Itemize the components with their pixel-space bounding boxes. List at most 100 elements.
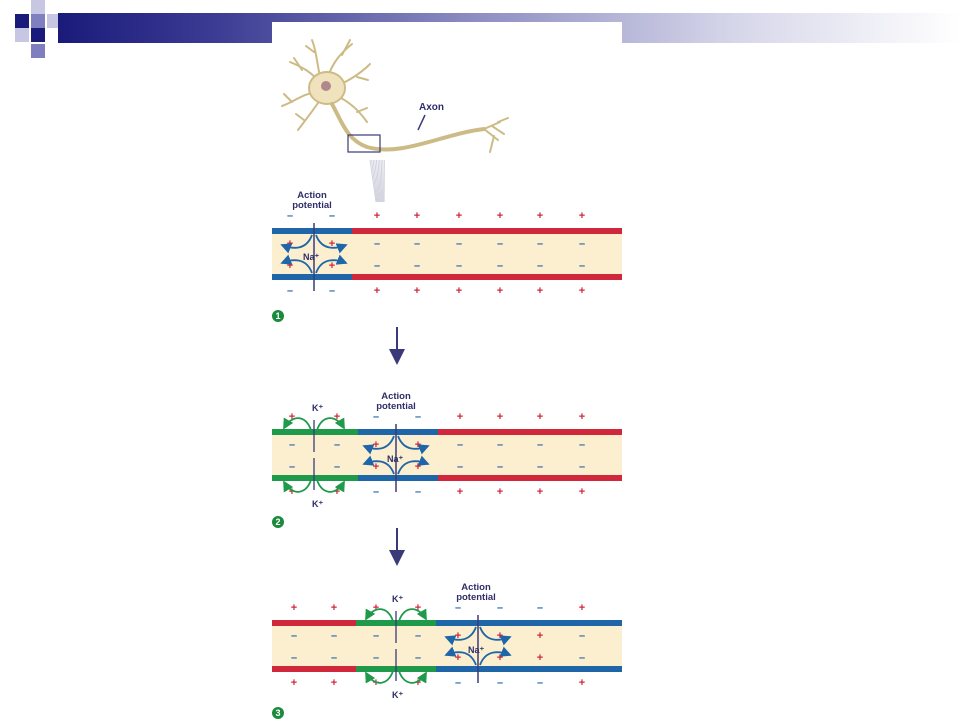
- action-potential-label: Action potential: [292, 190, 332, 211]
- decor-square: [15, 14, 29, 28]
- axon-terminal: [491, 125, 505, 135]
- minus-charge: –: [287, 285, 293, 297]
- minus-charge: –: [334, 439, 340, 451]
- plus-charge: +: [497, 210, 503, 222]
- membrane-depolarizing: [436, 620, 622, 626]
- minus-charge: –: [497, 260, 503, 272]
- minus-charge: –: [537, 238, 543, 250]
- minus-charge: –: [579, 238, 585, 250]
- na-current-arrow: [280, 254, 313, 274]
- minus-charge: –: [329, 210, 335, 222]
- step-3-badge: 3: [272, 707, 284, 719]
- dendrite: [283, 93, 293, 103]
- plus-charge: +: [579, 210, 585, 222]
- minus-charge: –: [373, 652, 379, 664]
- k-ion-label: K⁺: [312, 499, 324, 509]
- minus-charge: –: [497, 439, 503, 451]
- minus-charge: –: [291, 630, 297, 642]
- plus-charge: +: [537, 411, 543, 423]
- k-ion-label: K⁺: [312, 403, 324, 413]
- membrane-resting: [438, 429, 622, 435]
- decor-square: [31, 14, 45, 28]
- membrane-depolarizing: [272, 228, 352, 234]
- step-2-badge: 2: [272, 516, 284, 528]
- dendrite: [356, 76, 369, 81]
- plus-charge: +: [415, 602, 421, 614]
- minus-charge: –: [537, 677, 543, 689]
- minus-charge: –: [497, 677, 503, 689]
- plus-charge: +: [414, 285, 420, 297]
- minus-charge: –: [537, 260, 543, 272]
- k-current-arrow: [397, 666, 427, 684]
- dendrite: [341, 39, 351, 56]
- minus-charge: –: [455, 602, 461, 614]
- plus-charge: +: [291, 602, 297, 614]
- minus-charge: –: [287, 210, 293, 222]
- membrane-resting: [438, 475, 622, 481]
- na-current-arrow: [444, 646, 477, 666]
- plus-charge: +: [331, 602, 337, 614]
- action-potential-label: Action potential: [376, 391, 416, 412]
- na-current-arrow: [315, 254, 348, 274]
- membrane-resting: [272, 666, 356, 672]
- membrane-depolarizing: [272, 274, 352, 280]
- k-ion-label: K⁺: [392, 594, 404, 604]
- axon-terminal: [489, 135, 495, 153]
- decor-square: [15, 28, 29, 42]
- axon-cytoplasm: [272, 623, 622, 669]
- step-1-badge: 1: [272, 310, 284, 322]
- membrane-depolarizing: [436, 666, 622, 672]
- plus-charge: +: [457, 486, 463, 498]
- plus-charge: +: [373, 439, 379, 451]
- na-current-arrow: [280, 234, 313, 254]
- plus-charge: +: [374, 285, 380, 297]
- axon-pointer: [417, 114, 426, 131]
- decor-square: [31, 28, 45, 42]
- dendrite: [305, 45, 315, 53]
- plus-charge: +: [579, 602, 585, 614]
- diagram-canvas: – – – – + + + + + + + + + + + + + + + + – – – – – – – – – – – – + + + + – – – –…: [272, 39, 622, 689]
- dendrite: [293, 57, 303, 71]
- na-current-arrow: [315, 234, 348, 254]
- minus-charge: –: [289, 461, 295, 473]
- minus-charge: –: [579, 652, 585, 664]
- plus-charge: +: [373, 602, 379, 614]
- plus-charge: +: [374, 210, 380, 222]
- plus-charge: +: [579, 411, 585, 423]
- axon-terminal: [497, 117, 509, 123]
- minus-charge: –: [414, 260, 420, 272]
- zoom-beam: [372, 159, 379, 203]
- decor-square: [31, 0, 45, 14]
- axon-cytoplasm: [272, 231, 622, 277]
- minus-charge: –: [415, 411, 421, 423]
- k-current-arrow: [365, 666, 395, 684]
- minus-charge: –: [455, 677, 461, 689]
- minus-charge: –: [291, 652, 297, 664]
- minus-charge: –: [373, 411, 379, 423]
- plus-charge: +: [579, 677, 585, 689]
- minus-charge: –: [329, 285, 335, 297]
- axon-label: Axon: [419, 102, 444, 113]
- plus-charge: +: [537, 486, 543, 498]
- minus-charge: –: [374, 260, 380, 272]
- plus-charge: +: [373, 461, 379, 473]
- minus-charge: –: [374, 238, 380, 250]
- na-current-arrow: [444, 626, 477, 646]
- membrane-depolarizing: [358, 475, 438, 481]
- decor-square: [47, 14, 58, 28]
- plus-charge: +: [457, 411, 463, 423]
- minus-charge: –: [579, 461, 585, 473]
- na-ion-label: Na⁺: [468, 645, 485, 655]
- na-current-arrow: [397, 435, 430, 455]
- na-current-arrow: [479, 646, 512, 666]
- minus-charge: –: [457, 461, 463, 473]
- zoom-beam: [369, 159, 377, 203]
- plus-charge: +: [331, 677, 337, 689]
- plus-charge: +: [497, 652, 503, 664]
- membrane-depolarizing: [358, 429, 438, 435]
- k-current-arrow: [397, 608, 427, 626]
- plus-charge: +: [537, 630, 543, 642]
- minus-charge: –: [537, 439, 543, 451]
- zoom-beam: [375, 159, 381, 203]
- minus-charge: –: [373, 486, 379, 498]
